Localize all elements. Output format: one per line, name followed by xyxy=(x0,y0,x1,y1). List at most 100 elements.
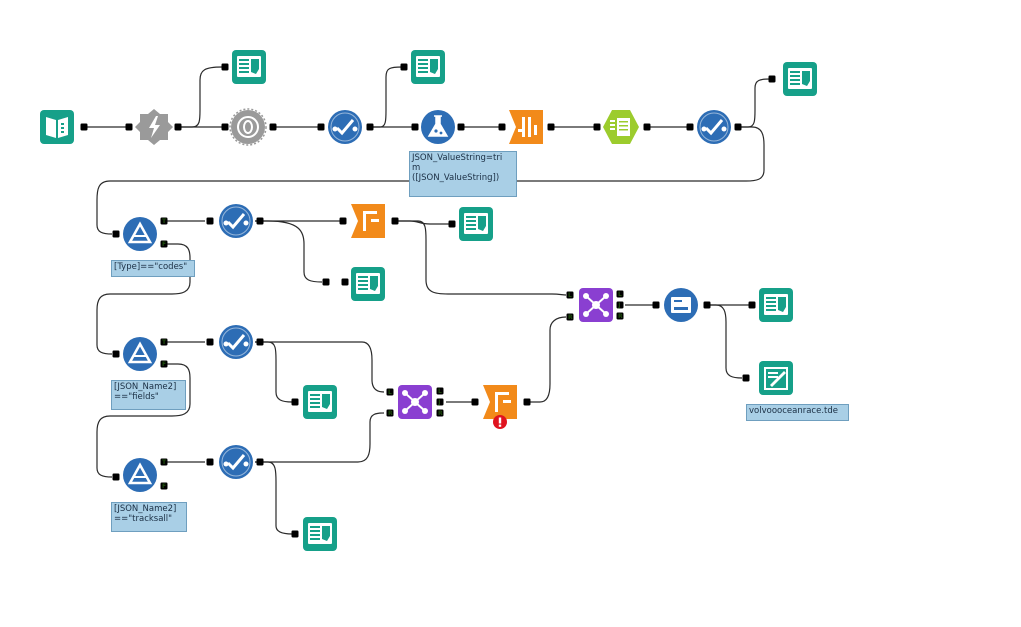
anchor-in[interactable] xyxy=(471,398,479,406)
filter-tracksall-annotation[interactable]: [JSON_Name2] =="tracksall" xyxy=(111,502,187,532)
browse-tool-8[interactable] xyxy=(303,517,337,551)
svg-text:F: F xyxy=(162,241,166,248)
anchor-in[interactable] xyxy=(498,123,506,131)
anchor-out[interactable] xyxy=(457,123,465,131)
anchor-in[interactable] xyxy=(448,220,456,228)
anchor-in[interactable] xyxy=(221,123,229,131)
filter-false-anchor[interactable]: F xyxy=(160,240,168,249)
anchor-out[interactable] xyxy=(80,123,88,131)
anchor-in[interactable] xyxy=(206,458,214,466)
anchor-in[interactable] xyxy=(322,278,330,286)
svg-text:T: T xyxy=(162,459,167,466)
output-tool[interactable] xyxy=(758,360,794,396)
anchor-out[interactable] xyxy=(256,458,264,466)
join-left-out-anchor[interactable]: L xyxy=(436,387,444,396)
join-right-out-anchor[interactable]: R xyxy=(616,312,624,321)
anchor-out[interactable] xyxy=(523,398,531,406)
anchor-in[interactable] xyxy=(768,75,776,83)
browse-tool-3[interactable] xyxy=(783,62,817,96)
join-right-out-anchor[interactable]: R xyxy=(436,409,444,418)
anchor-in[interactable] xyxy=(112,350,120,358)
browse-tool-7[interactable] xyxy=(759,288,793,322)
anchor-in[interactable] xyxy=(291,398,299,406)
anchor-in[interactable] xyxy=(206,217,214,225)
anchor-in[interactable] xyxy=(400,63,408,71)
filter-tool-2[interactable] xyxy=(121,335,159,373)
browse-tool-4[interactable] xyxy=(459,207,493,241)
filter-fields-annotation[interactable]: [JSON_Name2] =="fields" xyxy=(111,380,186,410)
filter-false-anchor[interactable]: F xyxy=(160,360,168,369)
filter-tool-1[interactable] xyxy=(121,215,159,253)
anchor-out[interactable] xyxy=(174,123,182,131)
anchor-out[interactable] xyxy=(391,217,399,225)
join-right-anchor[interactable]: R xyxy=(386,409,394,418)
select-tool-2[interactable] xyxy=(695,108,733,146)
text-to-columns-tool[interactable] xyxy=(509,110,543,144)
browse-tool-5[interactable] xyxy=(351,267,385,301)
join-tool-2[interactable] xyxy=(578,287,614,323)
browse-tool-6[interactable] xyxy=(303,385,337,419)
anchor-in[interactable] xyxy=(593,123,601,131)
error-indicator[interactable] xyxy=(493,415,507,429)
anchor-out[interactable] xyxy=(734,123,742,131)
select-tool-4[interactable] xyxy=(217,323,255,361)
filter-false-anchor[interactable]: F xyxy=(160,482,168,491)
formula-annotation[interactable]: JSON_ValueString=tri m ([JSON_ValueStrin… xyxy=(409,151,517,197)
browse-icon xyxy=(351,267,385,301)
anchor-out[interactable] xyxy=(269,123,277,131)
anchor-in[interactable] xyxy=(112,230,120,238)
anchor-in[interactable] xyxy=(686,123,694,131)
anchor-out[interactable] xyxy=(366,123,374,131)
crosstab-tool-2[interactable] xyxy=(483,385,517,419)
anchor-in[interactable] xyxy=(125,123,133,131)
select-tool-1[interactable] xyxy=(326,108,364,146)
anchor-out[interactable] xyxy=(703,301,711,309)
anchor-in[interactable] xyxy=(206,338,214,346)
join-tool-1[interactable] xyxy=(397,384,433,420)
filter-triangle-icon xyxy=(121,335,159,373)
formula-tool[interactable] xyxy=(420,109,456,145)
anchor-out[interactable] xyxy=(643,123,651,131)
summarize-tool[interactable] xyxy=(603,110,639,144)
filter-true-anchor[interactable]: T xyxy=(160,338,168,347)
select-tool-3[interactable] xyxy=(217,202,255,240)
anchor-in[interactable] xyxy=(291,530,299,538)
anchor-out[interactable] xyxy=(256,338,264,346)
join-join-out-anchor[interactable]: J xyxy=(436,398,444,407)
browse-icon xyxy=(783,62,817,96)
svg-text:L: L xyxy=(438,388,442,395)
sort-icon xyxy=(664,288,698,322)
anchor-in[interactable] xyxy=(742,374,750,382)
svg-text:T: T xyxy=(162,218,167,225)
anchor-in[interactable] xyxy=(652,301,660,309)
sort-tool[interactable] xyxy=(664,288,698,322)
browse-tool-2[interactable] xyxy=(411,50,445,84)
anchor-in[interactable] xyxy=(748,301,756,309)
anchor-out[interactable] xyxy=(256,217,264,225)
json-parse-tool[interactable] xyxy=(229,108,267,146)
filter-true-anchor[interactable]: T xyxy=(160,217,168,226)
input-tool[interactable] xyxy=(40,110,74,144)
anchor-in[interactable] xyxy=(411,123,419,131)
join-left-anchor[interactable]: L xyxy=(566,291,574,300)
filter-tool-3[interactable] xyxy=(121,456,159,494)
filter-true-anchor[interactable]: T xyxy=(160,458,168,467)
filter-codes-annotation[interactable]: [Type]=="codes" xyxy=(111,260,195,277)
anchor-in[interactable] xyxy=(221,63,229,71)
download-tool[interactable] xyxy=(135,109,173,145)
connection-wires xyxy=(84,66,771,535)
join-left-out-anchor[interactable]: L xyxy=(616,290,624,299)
anchor-in[interactable] xyxy=(317,123,325,131)
anchor-in[interactable] xyxy=(341,278,349,286)
join-right-anchor[interactable]: R xyxy=(566,313,574,322)
anchor-out[interactable] xyxy=(547,123,555,131)
anchor-in[interactable] xyxy=(339,217,347,225)
browse-tool-1[interactable] xyxy=(232,50,266,84)
select-tool-5[interactable] xyxy=(217,443,255,481)
crosstab-tool-1[interactable] xyxy=(351,204,385,238)
join-join-out-anchor[interactable]: J xyxy=(616,301,624,310)
output-annotation[interactable]: volvoooceanrace.tde xyxy=(746,404,849,421)
anchor-in[interactable] xyxy=(112,473,120,481)
join-left-anchor[interactable]: L xyxy=(386,388,394,397)
